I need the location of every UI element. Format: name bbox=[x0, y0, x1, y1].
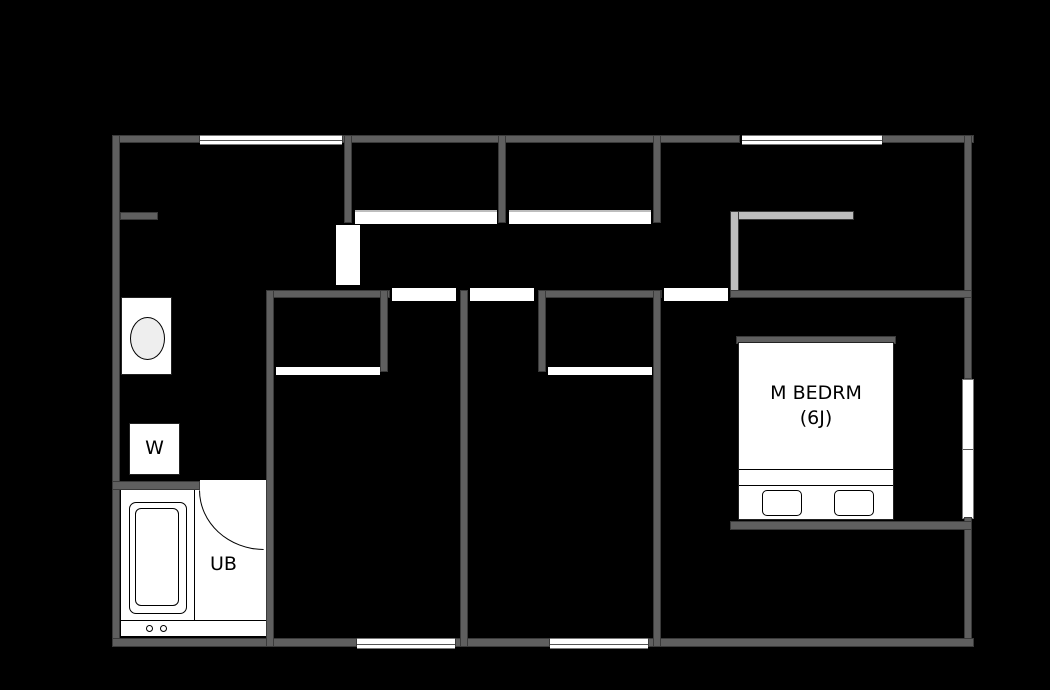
l-wall-horizontal bbox=[730, 211, 854, 220]
exterior-wall-top-mid bbox=[342, 135, 740, 143]
bathtub-inner bbox=[135, 508, 179, 606]
exterior-wall-bottom-mid bbox=[455, 638, 550, 647]
tub-divider bbox=[194, 490, 195, 620]
bedroom-size: (6J) bbox=[799, 406, 833, 429]
exterior-wall-top-left bbox=[112, 135, 200, 143]
pillow-icon bbox=[834, 490, 874, 516]
exterior-wall-top-right bbox=[882, 135, 974, 143]
closet-door-2 bbox=[509, 210, 651, 224]
sink-counter bbox=[121, 297, 172, 375]
bed-pillow-line bbox=[739, 485, 893, 486]
washer-label: W bbox=[145, 437, 164, 459]
pillow-icon bbox=[762, 490, 802, 516]
window-bottom-1 bbox=[357, 638, 455, 649]
bathtub bbox=[129, 502, 187, 614]
partition-2 bbox=[460, 290, 468, 647]
bathroom-door bbox=[200, 480, 266, 490]
unit-bath: UB bbox=[121, 490, 266, 636]
window-top-left bbox=[200, 135, 342, 145]
exterior-wall-left bbox=[112, 135, 120, 647]
exterior-wall-right-lower bbox=[964, 517, 972, 647]
closet-wall-d bbox=[380, 290, 388, 372]
wall-stub-left bbox=[120, 212, 158, 220]
ub-label: UB bbox=[210, 553, 237, 575]
faucet-icon bbox=[146, 625, 153, 632]
tub-ledge bbox=[121, 620, 266, 621]
partition-1 bbox=[266, 290, 274, 647]
closet-wall-b bbox=[498, 135, 506, 223]
window-top-right bbox=[742, 135, 882, 145]
closet-wall-e bbox=[538, 290, 546, 372]
corridor-opening-3 bbox=[664, 288, 728, 301]
master-bedroom-wall bbox=[730, 521, 972, 530]
corridor-wall-c bbox=[730, 290, 972, 298]
bedroom-name: M BEDRM bbox=[770, 382, 862, 404]
closet-wall-c bbox=[653, 135, 661, 223]
bed: M BEDRM (6J) bbox=[738, 342, 894, 520]
exterior-wall-bottom-right bbox=[648, 638, 974, 647]
sink-basin-icon bbox=[130, 317, 165, 360]
corridor-wall-a bbox=[266, 290, 390, 298]
window-bottom-2 bbox=[550, 638, 648, 649]
closet-door-4 bbox=[548, 367, 652, 375]
bed-headboard bbox=[736, 336, 896, 344]
corridor-opening-2 bbox=[470, 288, 534, 301]
bed-fold-line bbox=[739, 469, 893, 470]
hall-door bbox=[336, 225, 360, 285]
bedroom-label: M BEDRM (6J) bbox=[739, 381, 893, 430]
exterior-wall-bottom-left bbox=[112, 638, 357, 647]
washer: W bbox=[129, 423, 180, 475]
window-right bbox=[962, 379, 974, 519]
closet-door-1 bbox=[355, 210, 497, 224]
corridor-opening-1 bbox=[392, 288, 456, 301]
closet-door-3 bbox=[276, 367, 380, 375]
exterior-wall-right-upper bbox=[964, 135, 972, 379]
faucet-icon bbox=[160, 625, 167, 632]
corridor-wall-b bbox=[538, 290, 662, 298]
closet-wall-a bbox=[344, 135, 352, 223]
l-wall-vertical bbox=[730, 211, 739, 291]
partition-3 bbox=[653, 290, 661, 647]
door-swing-arc bbox=[199, 490, 264, 550]
bathroom-wall-top bbox=[112, 481, 200, 490]
